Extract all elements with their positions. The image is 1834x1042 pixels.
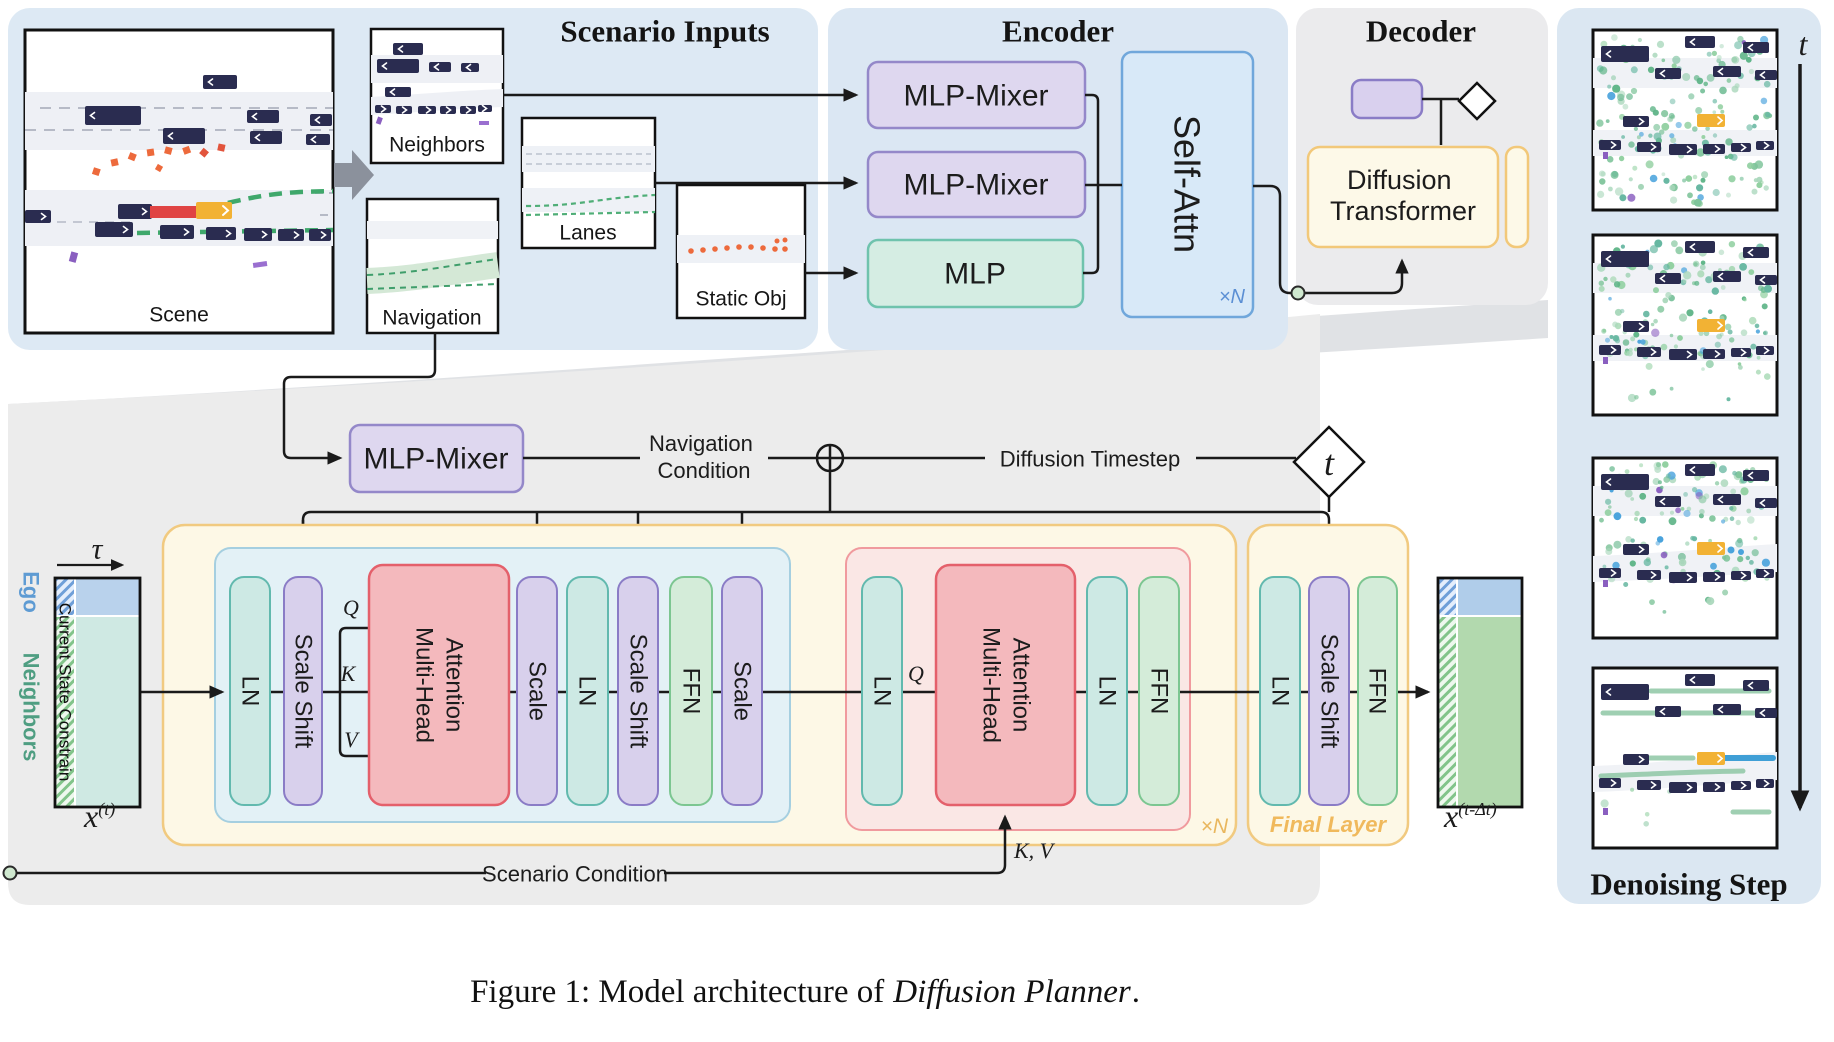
input-tensor: τ Ego Neighbors Current State Constrain … xyxy=(19,533,142,834)
neighbors-label: Neighbors xyxy=(389,134,485,157)
dit-mlp-mixer-label: MLP-Mixer xyxy=(363,443,508,476)
navigation-label: Navigation xyxy=(382,307,481,330)
encoder-mlp-mixer-2-label: MLP-Mixer xyxy=(903,169,1048,202)
denoise-thumb-1 xyxy=(1591,28,1779,212)
diffusion-transformer-box xyxy=(1306,145,1500,249)
dit-blocks: LN Scale Shift Multi-Head Attention Scal… xyxy=(229,563,1398,807)
x-t-label: x(t) xyxy=(83,798,115,834)
condition-branch-node xyxy=(1290,285,1306,301)
denoise-time-symbol: t xyxy=(1799,26,1809,62)
ln-2: LN xyxy=(574,676,601,707)
final-layer-label: Final Layer xyxy=(1270,812,1388,837)
scene-vehicles xyxy=(25,75,332,241)
k-label: K xyxy=(340,661,357,686)
scale-2: Scale xyxy=(729,661,756,721)
decoder-diamond xyxy=(1457,81,1497,121)
mha2-line1: Multi-Head xyxy=(978,627,1005,743)
timestep-diamond xyxy=(1292,425,1366,499)
decoder-token-box xyxy=(1350,78,1424,120)
scenario-condition-wires xyxy=(17,814,1012,875)
navigation-feed-wire xyxy=(282,333,437,465)
navigation-condition-label: Navigation Condition xyxy=(649,431,759,483)
decoder-title: Decoder xyxy=(1366,14,1476,49)
scene-thumbnail: Scene xyxy=(23,28,335,335)
mha1-line1: Multi-Head xyxy=(411,627,438,743)
ln-3: LN xyxy=(869,676,896,707)
ffn-2: FFN xyxy=(1146,668,1173,715)
x-t-dt-label: x(t-Δt) xyxy=(1443,798,1497,834)
scenario-condition-label: Scenario Condition xyxy=(482,862,668,887)
pedestrian-dots xyxy=(91,143,226,177)
tau-symbol: τ xyxy=(92,533,104,566)
scale-1: Scale xyxy=(524,661,551,721)
neighbors-vehicles xyxy=(375,43,492,114)
decoder-wires xyxy=(1422,97,1459,145)
neighbors-axis-label: Neighbors xyxy=(19,653,44,762)
diffusion-transformer-label: Diffusion Transformer xyxy=(1330,165,1476,226)
timestep-symbol: t xyxy=(1324,443,1335,483)
ego-axis-label: Ego xyxy=(19,571,44,613)
scale-shift-1: Scale Shift xyxy=(290,634,317,749)
scene-label: Scene xyxy=(149,304,209,327)
lanes-thumbnail: Lanes xyxy=(520,116,657,250)
scene-to-inputs-arrow xyxy=(334,150,374,200)
q-label: Q xyxy=(343,595,359,620)
current-state-label: Current State Constrain xyxy=(56,603,75,782)
ego-trail-red xyxy=(150,206,196,218)
denoise-thumb-4 xyxy=(1591,666,1779,850)
mha1-line2: Attention xyxy=(441,638,468,733)
condition-row-wires xyxy=(523,456,1331,512)
scale-shift-3: Scale Shift xyxy=(1316,634,1343,749)
mha2-line2: Attention xyxy=(1008,638,1035,733)
diffusion-transformer-stack xyxy=(1504,145,1530,249)
ffn-1: FFN xyxy=(678,668,705,715)
static-obstacle-dots xyxy=(688,237,788,254)
scenario-condition-node xyxy=(2,865,18,881)
denoise-thumb-2 xyxy=(1591,233,1779,417)
denoising-title: Denoising Step xyxy=(1590,867,1787,902)
static-obj-thumbnail: Static Obj xyxy=(675,183,807,320)
scale-shift-2: Scale Shift xyxy=(625,634,652,749)
ln-1: LN xyxy=(237,676,264,707)
ffn-3: FFN xyxy=(1364,668,1391,715)
encoder-repeat-label: ×N xyxy=(1219,286,1246,308)
ln-5: LN xyxy=(1267,676,1294,707)
encoder-title: Encoder xyxy=(1002,14,1114,49)
v-label: V xyxy=(344,727,360,752)
output-tensor: x(t-Δt) xyxy=(1436,576,1524,834)
ln-4: LN xyxy=(1094,676,1121,707)
lanes-label: Lanes xyxy=(559,222,616,245)
q2-label: Q xyxy=(908,661,924,686)
main-data-wires xyxy=(140,626,1431,758)
neighbors-thumbnail: Neighbors xyxy=(369,27,505,165)
static-obj-label: Static Obj xyxy=(695,288,786,311)
denoise-thumb-3 xyxy=(1591,456,1779,640)
diffusion-timestep-label: Diffusion Timestep xyxy=(1000,447,1181,472)
encoder-mlp-mixer-1-label: MLP-Mixer xyxy=(903,80,1048,113)
kv-label: K, V xyxy=(1013,838,1056,863)
self-attn-label: Self-Attn xyxy=(1167,115,1208,253)
dit-repeat-label: ×N xyxy=(1201,815,1229,838)
encoder-mlp-label: MLP xyxy=(944,258,1006,291)
scenario-inputs-title: Scenario Inputs xyxy=(560,14,769,49)
encoder-wires xyxy=(503,88,1409,295)
navigation-thumbnail: Navigation xyxy=(365,197,500,335)
